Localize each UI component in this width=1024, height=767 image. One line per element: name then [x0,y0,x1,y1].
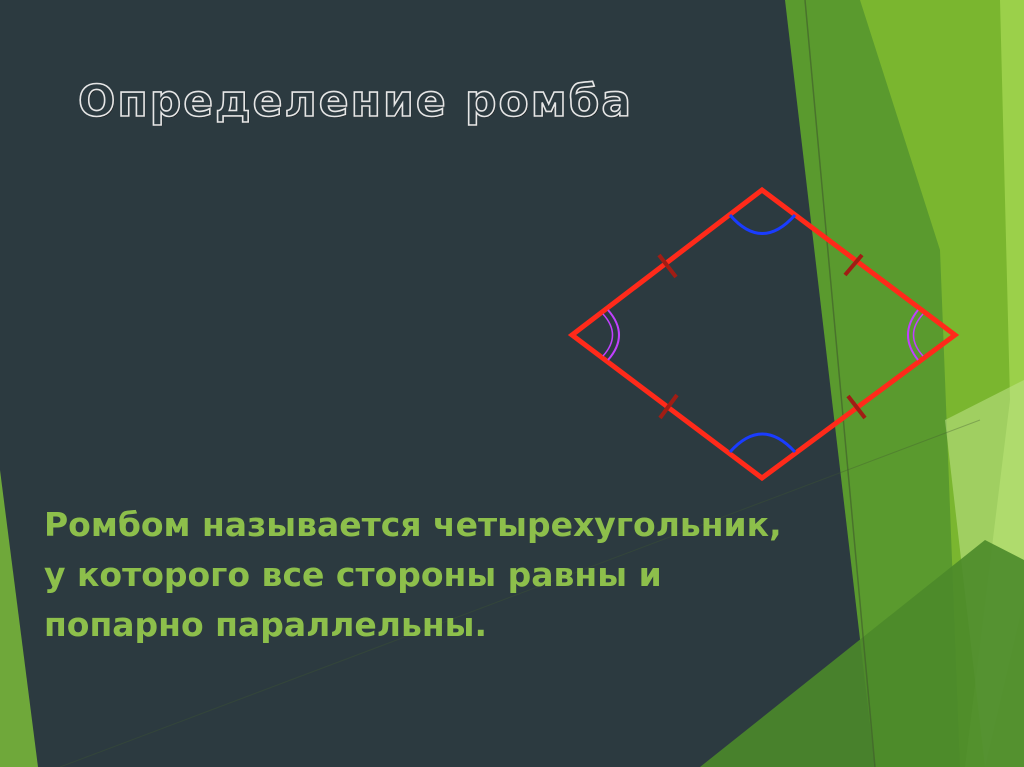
green-panel-left [0,470,38,767]
slide-title: Определение ромба [77,75,634,128]
angle-arc-left-inner [602,313,614,357]
definition-text: Ромбом называется четырехугольник, у кот… [44,500,944,650]
definition-line-2: у которого все стороны равны и [44,555,662,594]
tick-mark-bottom-left [658,393,679,420]
angle-arc-right-inner [912,313,924,357]
tick-mark-top-left [657,253,678,279]
rhombus-figure [567,186,960,482]
definition-line-3: попарно параллельны. [44,605,488,644]
angle-arc-bottom [728,432,797,454]
panel-line [59,419,981,767]
angle-arc-left [607,309,620,361]
tick-mark-top-right [843,253,864,277]
rhombus [567,186,960,482]
definition-line-1: Ромбом называется четырехугольник, [44,505,782,544]
panel-line [804,0,876,767]
tick-mark-bottom-right [846,394,867,420]
angle-arc-right [907,309,919,361]
angle-arc-top [728,214,797,235]
green-panel-bottom-right [700,540,1024,767]
